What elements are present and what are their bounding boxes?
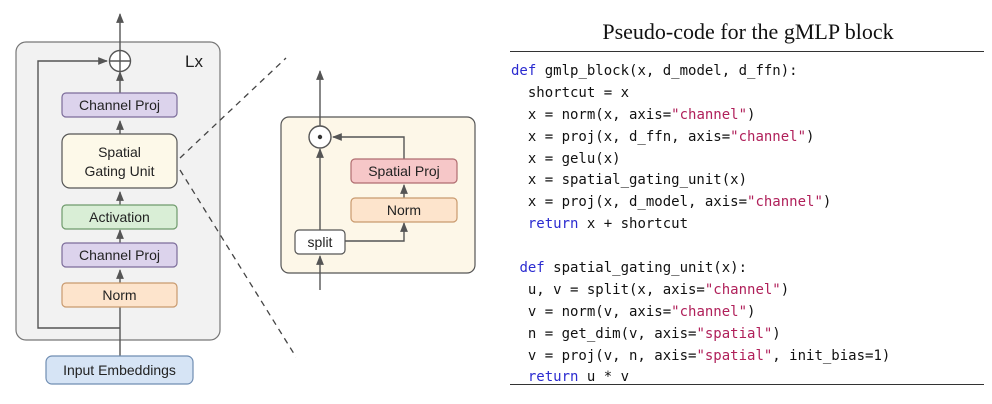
norm-box: Norm xyxy=(61,282,178,308)
code-string: "spatial" xyxy=(696,347,773,364)
sgu-norm-label: Norm xyxy=(387,202,421,218)
code-line xyxy=(511,236,890,258)
code-text: ) xyxy=(747,106,756,123)
circle-dot-icon xyxy=(308,125,332,149)
spatial-gating-unit-box: Spatial Gating Unit xyxy=(61,133,178,189)
code-text: n = get_dim(v, axis= xyxy=(511,325,697,342)
channel-proj-bottom-box: Channel Proj xyxy=(61,242,178,268)
code-text: v = proj(v, n, axis= xyxy=(511,347,697,364)
code-keyword: return xyxy=(527,369,579,386)
input-embeddings-label: Input Embeddings xyxy=(63,362,176,378)
code-line: v = proj(v, n, axis="spatial", init_bias… xyxy=(511,346,890,368)
code-line: return u * v xyxy=(511,367,890,389)
code-text: x = proj(x, d_model, axis= xyxy=(511,194,748,211)
circle-plus-icon xyxy=(108,49,132,73)
sgu-arrow-split-to-norm xyxy=(345,222,408,242)
sgu-norm-box: Norm xyxy=(350,197,458,223)
spatial-gating-unit-label-line1: Spatial xyxy=(98,144,141,160)
input-embeddings-box: Input Embeddings xyxy=(45,355,194,385)
code-line: u, v = split(x, axis="channel") xyxy=(511,280,890,302)
channel-proj-top-box: Channel Proj xyxy=(61,92,178,118)
code-text: x + shortcut xyxy=(578,216,689,233)
code-line: shortcut = x xyxy=(511,83,890,105)
code-string: "channel" xyxy=(730,128,807,145)
residual-shortcut-line xyxy=(37,57,120,329)
code-keyword: def xyxy=(519,260,545,277)
code-text xyxy=(511,216,528,232)
code-block: def gmlp_block(x, d_model, d_ffn): short… xyxy=(511,61,890,389)
activation-box: Activation xyxy=(61,204,178,230)
code-text: ) xyxy=(780,281,790,298)
code-line: x = spatial_gating_unit(x) xyxy=(511,170,890,192)
code-string: "channel" xyxy=(671,106,748,123)
code-line: def gmlp_block(x, d_model, d_ffn): xyxy=(511,61,890,83)
code-text: spatial_gating_unit(x): xyxy=(544,260,748,277)
code-text: shortcut = x xyxy=(511,84,630,101)
code-line: x = gelu(x) xyxy=(511,149,890,171)
code-text: x = gelu(x) xyxy=(511,150,621,167)
code-text: u * v xyxy=(578,369,630,386)
code-text: x = proj(x, d_ffn, axis= xyxy=(511,128,731,145)
code-bottom-rule xyxy=(510,384,984,385)
split-label: split xyxy=(308,234,333,250)
code-line: x = norm(x, axis="channel") xyxy=(511,105,890,127)
code-line: def spatial_gating_unit(x): xyxy=(511,258,890,280)
code-keyword: def xyxy=(511,63,537,79)
code-text: ) xyxy=(806,128,815,145)
spatial-gating-unit-label-line2: Gating Unit xyxy=(84,163,154,179)
code-string: "channel" xyxy=(704,281,781,298)
code-text: ) xyxy=(747,303,756,320)
code-string: "channel" xyxy=(671,303,748,320)
code-string: "spatial" xyxy=(696,325,773,342)
code-string: "channel" xyxy=(747,194,823,211)
channel-proj-top-label: Channel Proj xyxy=(79,97,160,113)
code-text: gmlp_block(x, d_model, d_ffn): xyxy=(536,63,798,79)
code-line: x = proj(x, d_model, axis="channel") xyxy=(511,192,890,214)
sgu-arrow-spatial-proj-to-multiply xyxy=(332,133,405,159)
code-text: ) xyxy=(822,194,832,211)
norm-label: Norm xyxy=(102,287,136,303)
channel-proj-bottom-label: Channel Proj xyxy=(79,247,160,263)
repeat-count-label: Lx xyxy=(185,52,203,71)
spatial-proj-label: Spatial Proj xyxy=(368,163,440,179)
code-line: n = get_dim(v, axis="spatial") xyxy=(511,324,890,346)
code-line: x = proj(x, d_ffn, axis="channel") xyxy=(511,127,890,149)
activation-label: Activation xyxy=(89,209,150,225)
code-keyword: return xyxy=(527,216,579,233)
code-line: return x + shortcut xyxy=(511,214,890,236)
code-text: u, v = split(x, axis= xyxy=(511,281,705,298)
spatial-proj-box: Spatial Proj xyxy=(350,158,458,184)
code-text: x = norm(x, axis= xyxy=(511,106,672,123)
code-line: v = norm(v, axis="channel") xyxy=(511,302,890,324)
code-title: Pseudo-code for the gMLP block xyxy=(602,19,894,44)
code-text: , init_bias=1) xyxy=(772,347,891,364)
split-box: split xyxy=(294,229,346,255)
code-top-rule xyxy=(510,51,984,52)
code-text: v = norm(v, axis= xyxy=(511,303,672,320)
code-text: ) xyxy=(772,325,781,342)
zoom-line-bottom xyxy=(179,169,297,358)
code-text: x = spatial_gating_unit(x) xyxy=(511,172,748,189)
zoom-line-top xyxy=(179,57,287,159)
gmlp-diagram: Lx Channel Proj Spatial Gating Unit Acti… xyxy=(15,13,476,385)
